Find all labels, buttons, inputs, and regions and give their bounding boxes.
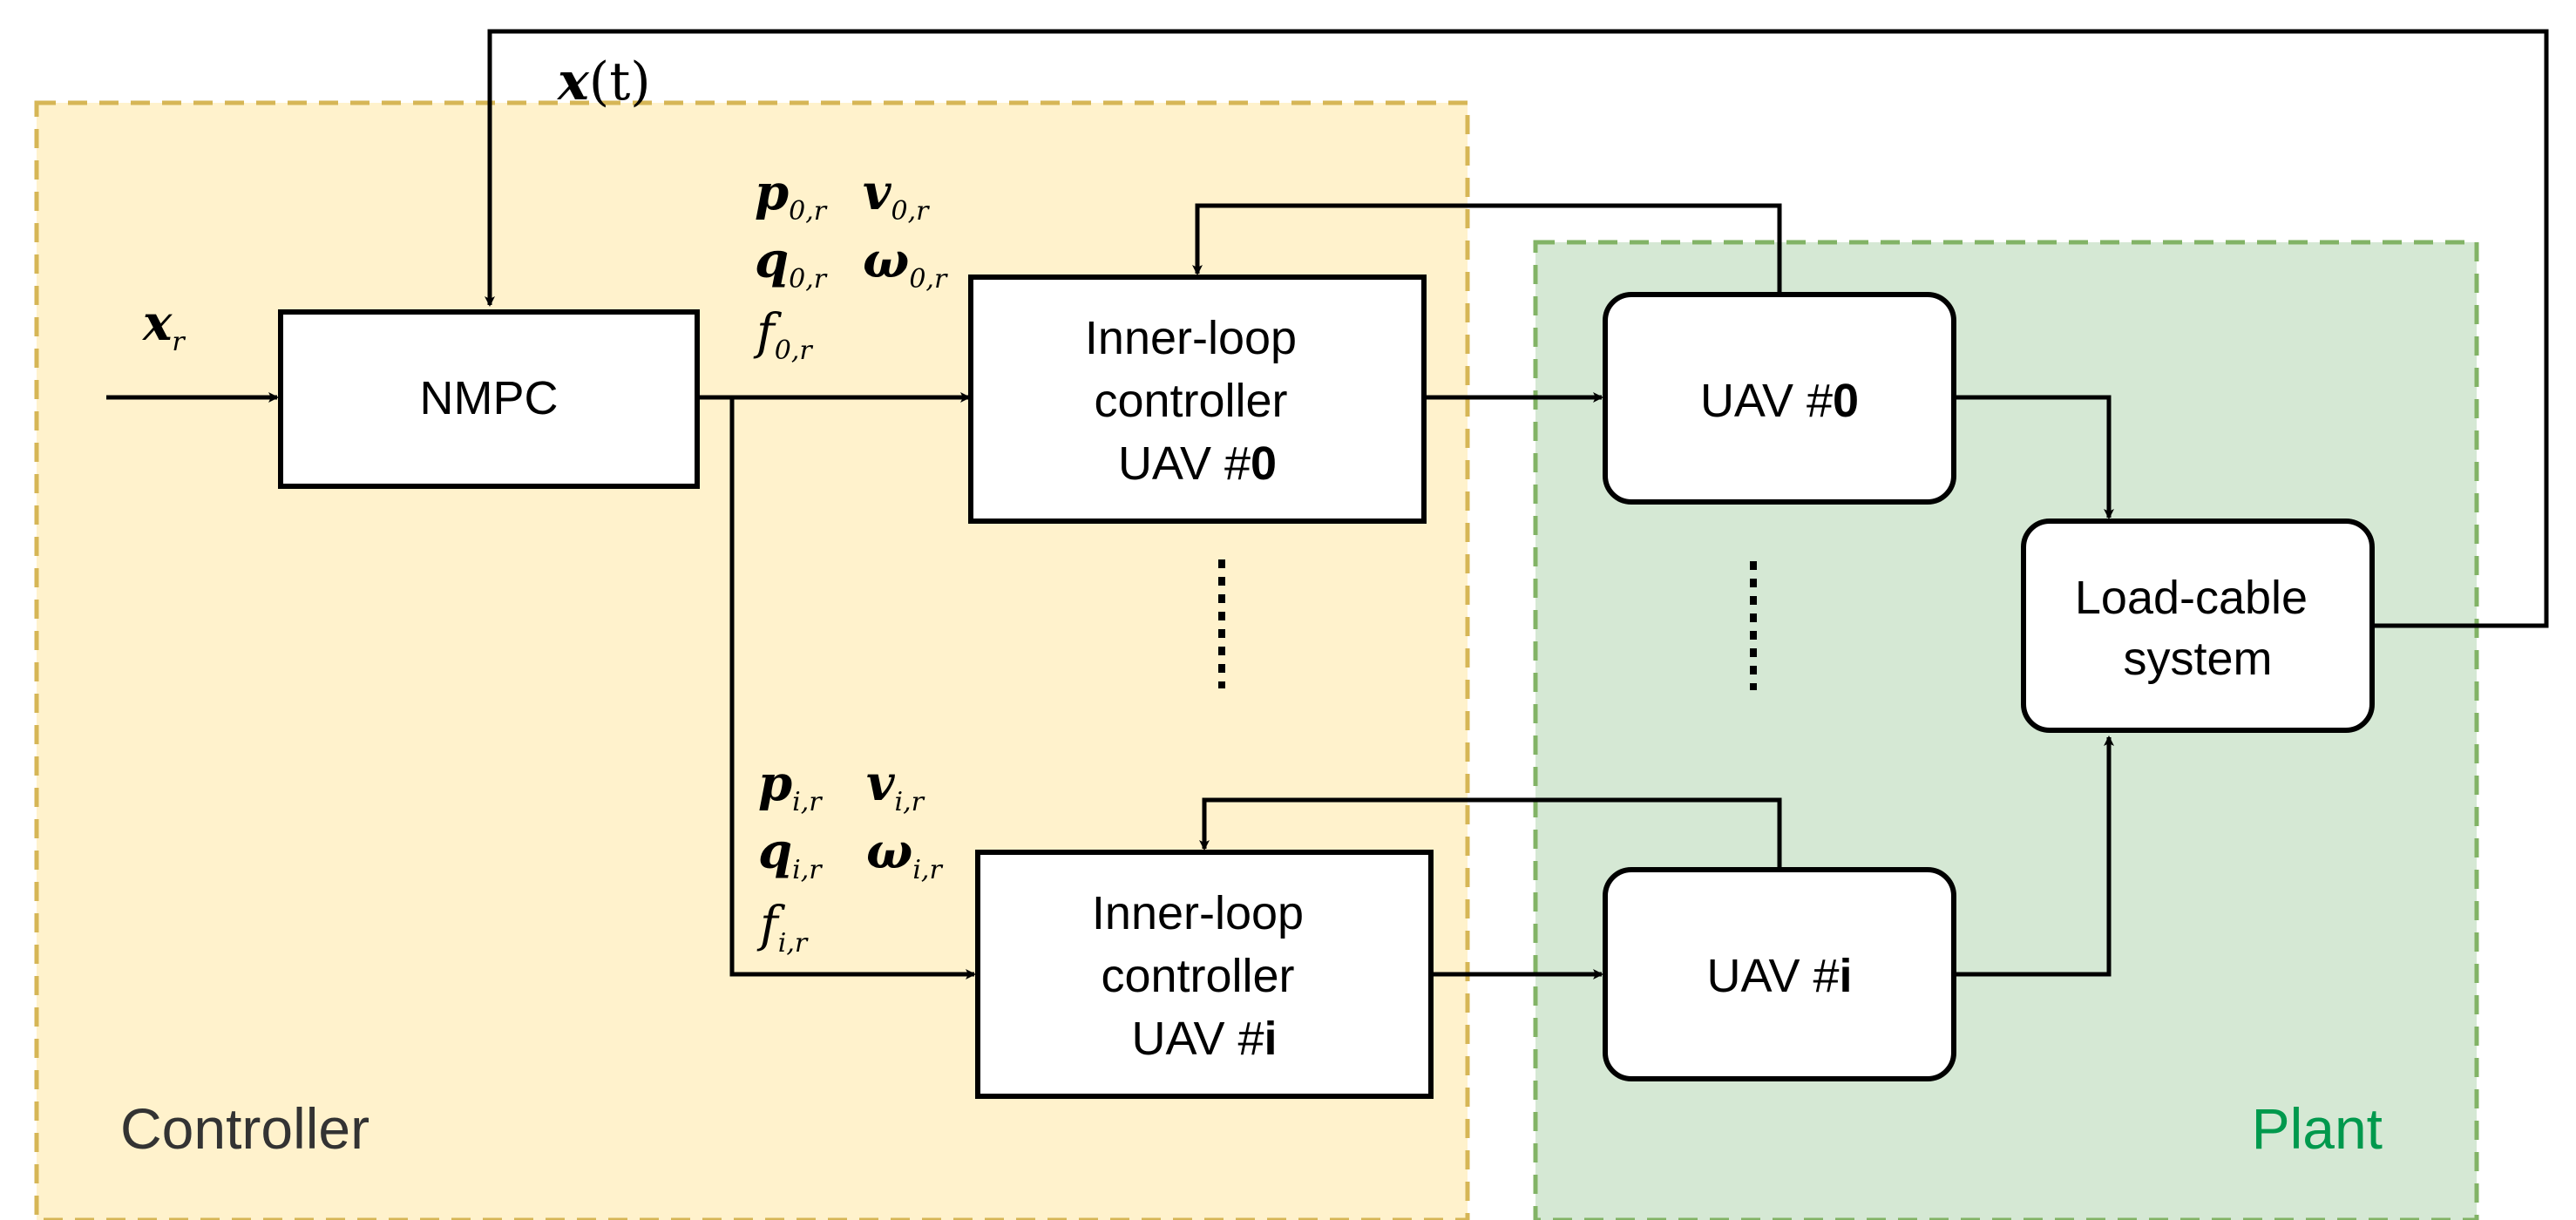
plant-label: Plant	[2252, 1096, 2383, 1161]
connectors	[106, 29, 2549, 979]
uavi-to-load-arrow	[1954, 735, 2114, 977]
v0-label: v0,r	[863, 164, 930, 227]
uav-0-label: UAV #0	[1700, 375, 1859, 427]
inner-loop-controller-i	[975, 850, 1434, 1099]
pi-label: pi,r	[758, 755, 823, 817]
nmpc-block	[278, 309, 700, 489]
reference-signal-label: xr	[142, 295, 186, 357]
w0-label: ω0,r	[863, 232, 948, 295]
controller-label: Controller	[120, 1096, 369, 1161]
load-cable-system-block	[2021, 518, 2375, 733]
uav0-feedback-arrow	[1192, 203, 1782, 295]
wi-label: ωi,r	[866, 823, 943, 885]
uav0-to-load-arrow	[1954, 395, 2114, 519]
state-feedback-arrow	[485, 29, 2549, 628]
uav0-reference-signals: p0,r v0,r q0,r ω0,r f0,r	[753, 164, 948, 366]
nmpc-to-inneri-arrow	[729, 397, 976, 979]
uavi-feedback-arrow	[1199, 797, 1782, 870]
load-cable-label: Load-cable system	[2075, 572, 2321, 685]
vi-label: vi,r	[866, 755, 925, 817]
p0-label: p0,r	[755, 164, 828, 227]
inner-loop-controller-0	[968, 274, 1427, 524]
uavi-reference-signals: pi,r vi,r qi,r ωi,r fi,r	[756, 755, 943, 959]
state-signal-label: x(t)	[556, 51, 651, 112]
nmpc-label: NMPC	[420, 372, 559, 424]
qi-label: qi,r	[758, 823, 823, 885]
uav-i-block	[1603, 867, 1956, 1081]
q0-label: q0,r	[755, 232, 828, 295]
inner-loop-i-label: Inner-loop controller UAV #i	[1092, 887, 1317, 1065]
uav-i-label: UAV #i	[1706, 950, 1852, 1002]
uav-0-block	[1603, 292, 1956, 505]
inner-loop-0-label: Inner-loop controller UAV #0	[1085, 312, 1310, 490]
